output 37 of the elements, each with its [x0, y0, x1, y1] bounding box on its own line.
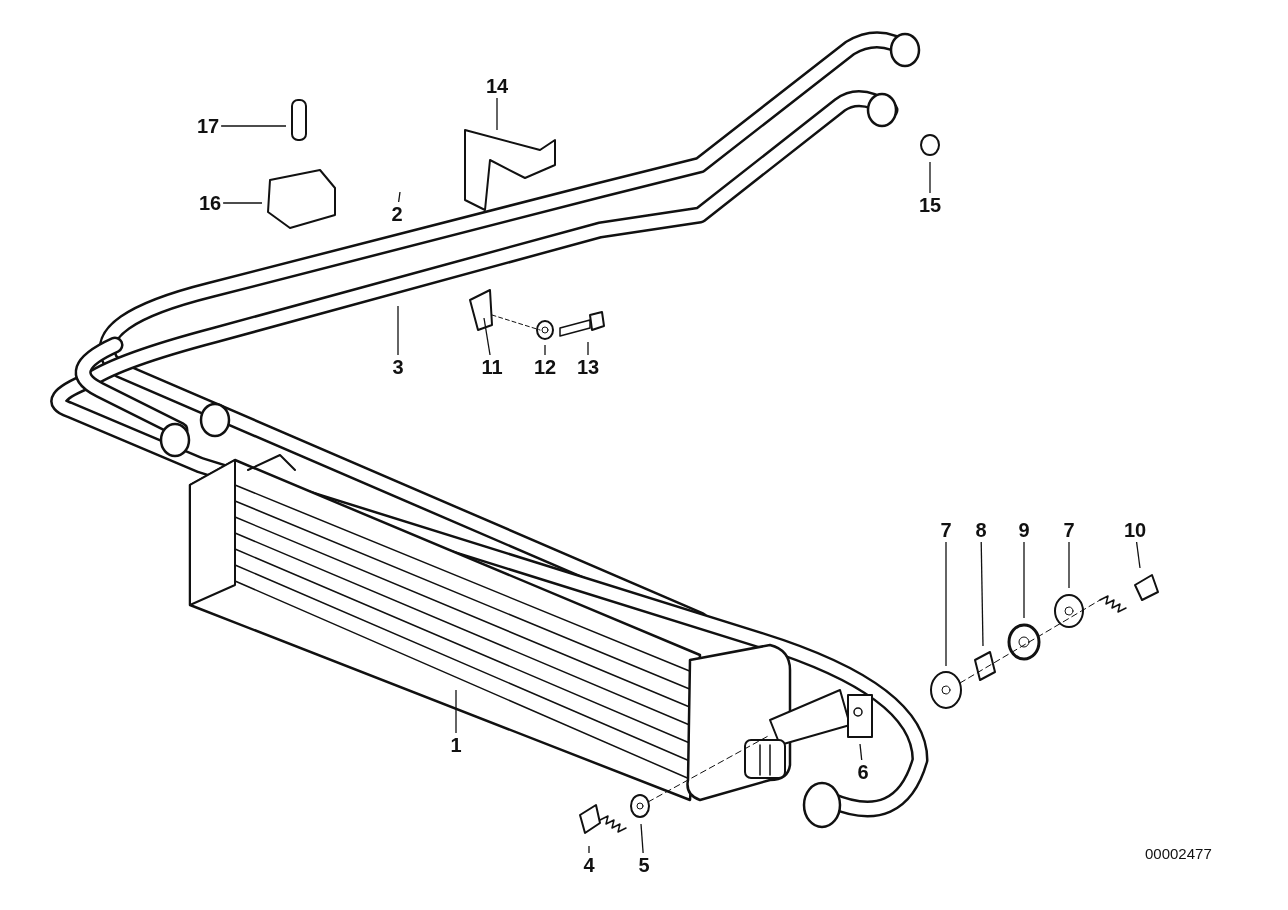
callout-number: 4 [583, 855, 595, 875]
leader-line [640, 823, 644, 854]
callout-number: 17 [196, 116, 220, 136]
callout-number: 14 [485, 76, 509, 96]
leader-line [1135, 541, 1141, 569]
leader-line [1068, 541, 1070, 589]
leader-line [980, 541, 984, 647]
callout-number: 10 [1123, 520, 1147, 540]
callout-number: 16 [198, 193, 222, 213]
leader-line [222, 202, 263, 204]
leader-line [587, 341, 589, 356]
leader-line [929, 161, 931, 194]
callout-number: 12 [533, 357, 557, 377]
leader-line [397, 305, 399, 356]
callout-number: 7 [940, 520, 952, 540]
leader-line [544, 344, 546, 356]
callout-number: 7 [1063, 520, 1075, 540]
drawing-number: 00002477 [1145, 845, 1212, 862]
leader-line [945, 541, 947, 667]
leader-line [588, 845, 590, 854]
callout-number: 6 [857, 762, 869, 782]
callout-number: 15 [918, 195, 942, 215]
callout-number: 2 [391, 204, 403, 224]
callout-number: 11 [481, 357, 503, 377]
callout-number: 3 [392, 357, 404, 377]
callout-number: 1 [450, 735, 462, 755]
callout-number: 5 [638, 855, 650, 875]
leader-line [859, 743, 863, 761]
leader-line [1023, 541, 1025, 619]
leader-line [496, 97, 498, 131]
callout-number: 8 [975, 520, 987, 540]
leader-line [455, 689, 457, 734]
leader-line [220, 125, 287, 127]
leader-line [398, 191, 401, 203]
leader-line [483, 317, 491, 356]
callout-number: 9 [1018, 520, 1030, 540]
callout-number: 13 [576, 357, 600, 377]
